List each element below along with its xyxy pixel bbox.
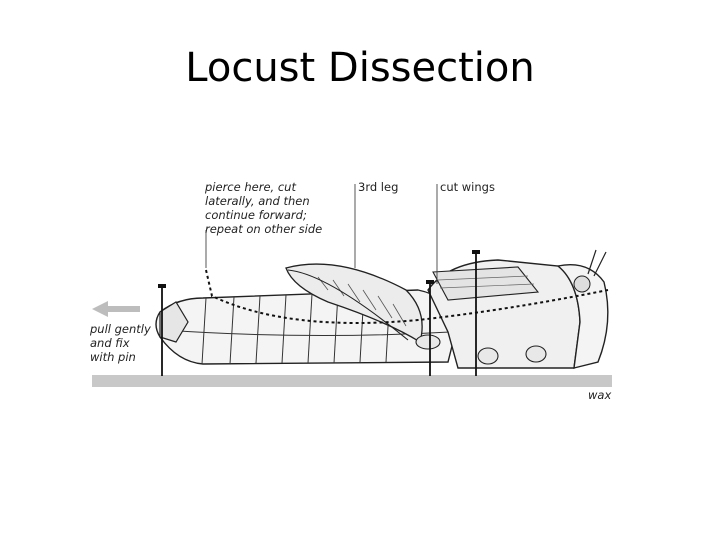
pierce-instruction-label: pierce here, cut laterally, and then con… — [205, 180, 323, 236]
wax-label: wax — [588, 388, 612, 402]
pull-arrow-icon — [92, 301, 140, 317]
abdomen-tip — [159, 301, 189, 343]
antennae — [587, 249, 607, 277]
locust-illustration — [92, 184, 612, 387]
front-legs — [415, 334, 547, 365]
cut-line — [205, 269, 609, 324]
wing-veins — [437, 275, 535, 289]
cut-wings — [432, 266, 540, 301]
third-leg-label: 3rd leg — [358, 180, 399, 194]
slide-title: Locust Dissection — [185, 45, 535, 91]
pins — [161, 254, 477, 376]
leader-lines — [205, 184, 438, 284]
pull-instruction-label: pull gently and fix with pin — [90, 322, 151, 364]
cut-wings-label: cut wings — [440, 180, 495, 194]
locust-dissection-diagram — [88, 172, 628, 407]
eye — [573, 275, 591, 293]
pin-heads — [158, 250, 480, 288]
head-outline — [556, 264, 609, 369]
wax-strip — [92, 375, 612, 387]
third-leg-tibia — [287, 269, 409, 341]
third-leg-pattern — [317, 276, 407, 327]
